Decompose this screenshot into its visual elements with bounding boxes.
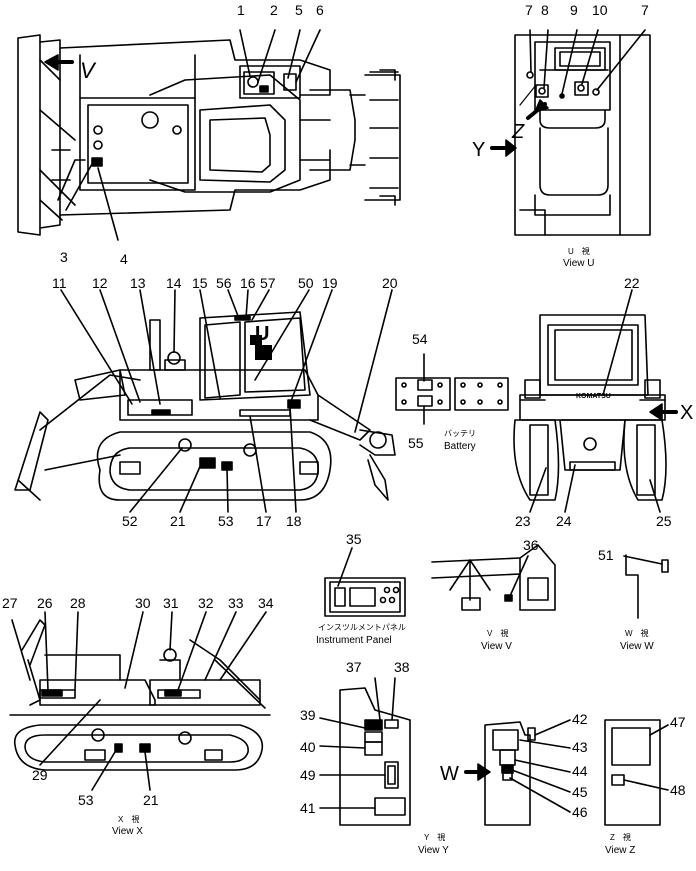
callout-20: 20 [382,275,398,291]
callout-14: 14 [166,275,182,291]
instrument-panel-drawing [324,547,406,617]
callout-11: 11 [52,275,67,291]
callout-4: 4 [120,251,128,267]
view-letter-w: W [440,763,459,785]
callout-12: 12 [92,275,108,291]
callout-26: 26 [37,595,53,611]
callout-32: 32 [198,595,214,611]
caption-z: View Z [605,845,635,856]
callout-57: 57 [260,275,276,291]
caption-w: View W [620,641,654,652]
caption-u: View U [563,258,595,269]
callout-52: 52 [122,513,138,529]
caption-panel-jp: インスツルメントパネル [318,623,406,632]
view-y-drawing [319,677,411,826]
callout-36: 36 [523,537,539,553]
caption-v-jp: V 視 [487,629,508,638]
callout-35: 35 [346,531,362,547]
callout-29: 29 [32,767,48,783]
view-u-drawing [490,29,651,236]
callout-24: 24 [556,513,572,529]
callout-38: 38 [394,659,410,675]
callout-33: 33 [228,595,244,611]
callout-56: 56 [216,275,232,291]
callout-44: 44 [572,763,588,779]
callout-46: 46 [572,804,588,820]
caption-w-jp: W 視 [625,629,649,638]
callout-15: 15 [192,275,208,291]
caption-battery-jp: バッテリ [444,429,476,438]
callout-53a: 53 [218,513,234,529]
callout-23: 23 [515,513,531,529]
brand-decal-front: KOMATSU [576,393,611,400]
callout-34: 34 [258,595,274,611]
callout-17: 17 [256,513,272,529]
side-view-drawing [14,289,396,513]
callout-7b: 7 [641,2,649,18]
callout-30: 30 [135,595,151,611]
callout-10: 10 [592,2,608,18]
callout-53b: 53 [78,792,94,808]
callout-39: 39 [300,707,316,723]
view-z-drawing [604,719,669,826]
top-view-drawing [17,29,401,241]
callout-22: 22 [624,275,640,291]
front-view-drawing [513,289,678,513]
callout-numbers: 1 2 5 6 3 4 7 8 9 10 7 11 12 13 14 15 56… [2,2,686,820]
view-letter-u: U [255,323,269,345]
callout-54: 54 [412,331,428,347]
caption-v: View V [481,641,512,652]
callout-5: 5 [295,2,303,18]
view-letter-y: Y [472,139,485,161]
caption-y-jp: Y 視 [424,833,445,842]
callout-55: 55 [408,435,424,451]
caption-panel: Instrument Panel [316,635,392,646]
battery-drawing [395,353,509,425]
view-v-drawing [431,544,556,611]
view-w-drawing [623,554,669,619]
caption-z-jp: Z 視 [610,833,631,842]
callout-9: 9 [570,2,578,18]
callout-48: 48 [670,782,686,798]
callout-25: 25 [656,513,672,529]
caption-x-jp: X 視 [118,815,139,824]
callout-28: 28 [70,595,86,611]
callout-31: 31 [163,595,179,611]
callout-43: 43 [572,739,588,755]
view-w-lower-drawing [464,719,571,826]
view-letter-x: X [680,402,693,424]
callout-2: 2 [270,2,278,18]
callout-50: 50 [298,275,314,291]
callout-45: 45 [572,784,588,800]
callout-27: 27 [2,595,18,611]
caption-battery: Battery [444,441,476,452]
view-letters: V U X Y Z W [80,58,693,785]
callout-42: 42 [572,711,588,727]
callout-8: 8 [541,2,549,18]
view-captions: U 視 View U バッテリ Battery インスツルメントパネル Inst… [112,247,654,856]
callout-16: 16 [240,275,256,291]
callout-13: 13 [130,275,146,291]
callout-18: 18 [286,513,302,529]
view-letter-z: Z [511,121,525,143]
callout-51: 51 [598,547,614,563]
callout-47: 47 [670,714,686,730]
callout-1: 1 [237,2,245,18]
callout-19: 19 [322,275,338,291]
callout-3: 3 [60,249,68,265]
caption-u-jp: U 視 [568,247,590,256]
view-x-drawing [9,611,271,791]
caption-x: View X [112,826,143,837]
callout-6: 6 [316,2,324,18]
callout-7a: 7 [525,2,533,18]
callout-21a: 21 [170,513,186,529]
callout-37: 37 [346,659,362,675]
callout-41: 41 [300,800,316,816]
caption-y: View Y [418,845,449,856]
callout-21b: 21 [143,792,159,808]
callout-49: 49 [300,767,316,783]
view-letter-v: V [80,58,97,83]
callout-40: 40 [300,739,316,755]
